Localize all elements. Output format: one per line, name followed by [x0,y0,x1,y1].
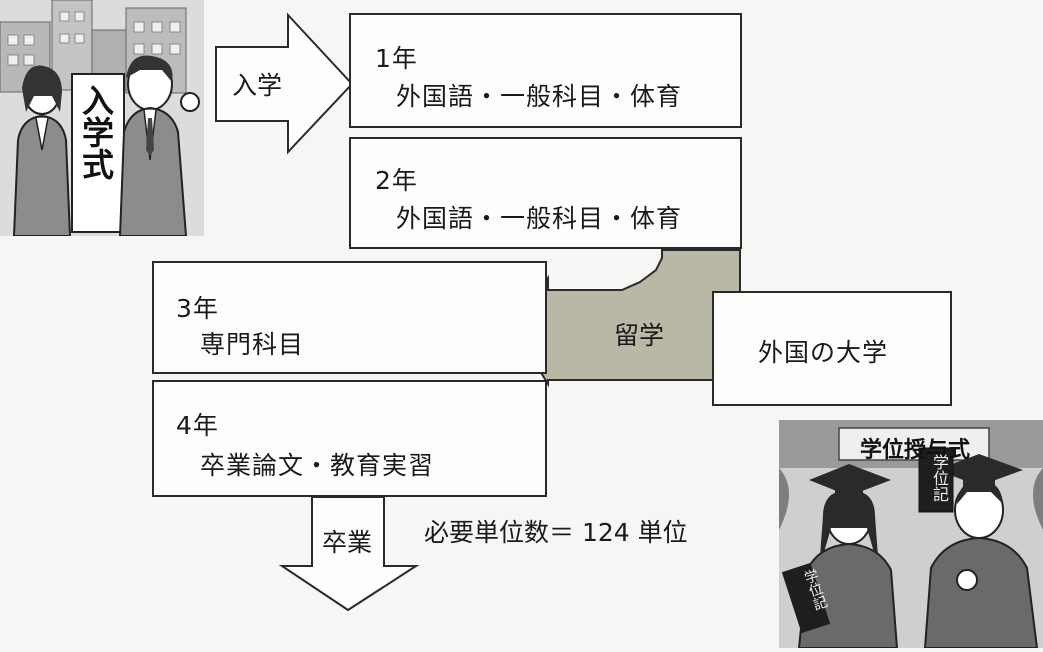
year-4-label: 4年 [176,411,219,440]
enrollment-arrow [215,12,354,155]
year-1-box: 1年 外国語・一般科目・体育 [349,13,742,128]
foreign-university-box: 外国の大学 [712,291,952,406]
study-abroad-arrow-label: 留学 [614,321,665,350]
ceremony-banner-text: 学位授与式 [859,438,970,463]
year-1-subjects: 外国語・一般科目・体育 [396,82,683,111]
enrollment-arrow-label: 入学 [232,71,283,100]
year-2-label: 2年 [375,166,418,195]
year-3-subjects: 専門科目 [200,330,305,359]
entrance-ceremony-illustration: 入学式 [0,0,204,237]
year-4-subjects: 卒業論文・教育実習 [200,451,435,480]
year-2-subjects: 外国語・一般科目・体育 [396,204,683,233]
sign-text: 入学式 [77,84,115,180]
graduation-ceremony-drawing [779,420,1043,649]
year-3-box: 3年 専門科目 [152,261,547,374]
year-3-label: 3年 [176,294,219,323]
entrance-ceremony-drawing [0,0,204,237]
foreign-university-label: 外国の大学 [758,338,889,367]
credit-requirement: 必要単位数＝ 124 単位 [424,518,688,547]
graduation-arrow [278,496,420,612]
graduation-arrow-label: 卒業 [322,528,373,557]
graduation-ceremony-illustration: 学位授与式 学位記 学位記 [779,420,1043,649]
year-2-box: 2年 外国語・一般科目・体育 [349,137,742,249]
year-1-label: 1年 [375,44,418,73]
diploma-text-right: 学位記 [930,454,949,502]
year-4-box: 4年 卒業論文・教育実習 [152,380,547,497]
